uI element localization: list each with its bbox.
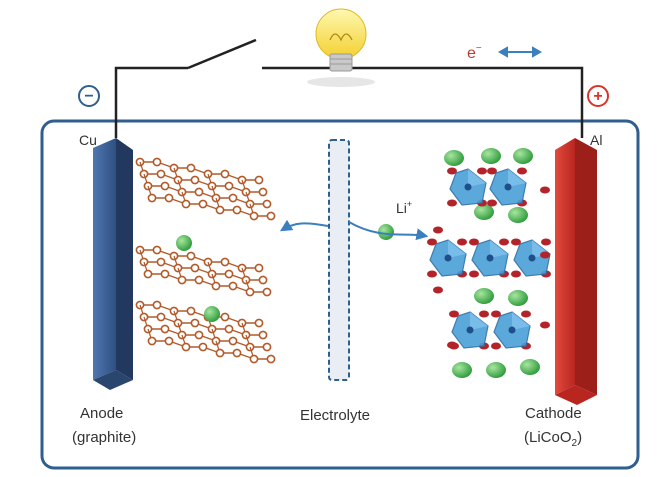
lithium-ion bbox=[474, 204, 494, 220]
coo6-octahedron bbox=[449, 168, 487, 206]
ion-arrow-right bbox=[348, 221, 429, 241]
lithium-ion bbox=[481, 148, 501, 164]
oxygen-atom bbox=[433, 286, 443, 294]
separator-membrane bbox=[328, 139, 350, 381]
oxygen-atom bbox=[521, 310, 531, 318]
coo6-octahedron bbox=[489, 168, 527, 206]
oxygen-atom bbox=[427, 238, 437, 246]
oxygen-atom bbox=[449, 310, 459, 318]
oxygen-atom bbox=[469, 270, 479, 278]
licoo2-crystal bbox=[427, 148, 551, 378]
oxygen-atom bbox=[427, 270, 437, 278]
lithium-ion bbox=[486, 362, 506, 378]
lithium-ion bbox=[508, 207, 528, 223]
oxygen-atom bbox=[511, 270, 521, 278]
oxygen-atom bbox=[477, 167, 487, 175]
anode-sublabel: (graphite) bbox=[72, 429, 136, 446]
plus-terminal-icon: + bbox=[587, 85, 609, 107]
oxygen-atom bbox=[447, 167, 457, 175]
oxygen-atom bbox=[447, 199, 457, 207]
lithium-ion bbox=[520, 359, 540, 375]
oxygen-atom bbox=[540, 251, 550, 259]
cell-housing bbox=[40, 119, 640, 470]
lithium-ion bbox=[444, 150, 464, 166]
svg-text:+: + bbox=[593, 88, 602, 105]
cathode-label: Cathode bbox=[525, 405, 582, 422]
anode-label: Anode bbox=[80, 405, 123, 422]
oxygen-atom bbox=[433, 226, 443, 234]
coo6-octahedron bbox=[429, 239, 467, 277]
electrolyte-label: Electrolyte bbox=[300, 407, 370, 424]
lightbulb-icon bbox=[307, 8, 375, 87]
cu-label: Cu bbox=[79, 132, 97, 148]
oxygen-atom bbox=[491, 342, 501, 350]
oxygen-atom bbox=[479, 310, 489, 318]
external-circuit bbox=[114, 38, 584, 138]
graphite-sheet bbox=[135, 157, 276, 221]
oxygen-atom bbox=[541, 238, 551, 246]
oxygen-atom bbox=[540, 321, 550, 329]
oxygen-atom bbox=[491, 310, 501, 318]
cathode-collector bbox=[555, 138, 597, 405]
lithium-ion bbox=[378, 224, 394, 240]
anode-collector bbox=[93, 138, 133, 390]
cathode-sublabel: (LiCoO2) bbox=[524, 429, 582, 449]
coo6-octahedron bbox=[451, 311, 489, 349]
lithium-ion bbox=[474, 288, 494, 304]
graphite-sheet bbox=[135, 245, 272, 297]
oxygen-atom bbox=[487, 167, 497, 175]
svg-text:−: − bbox=[84, 88, 93, 105]
oxygen-atom bbox=[499, 238, 509, 246]
electron-label: e− bbox=[467, 43, 482, 62]
oxygen-atom bbox=[487, 199, 497, 207]
oxygen-atom bbox=[540, 186, 550, 194]
oxygen-atom bbox=[457, 238, 467, 246]
oxygen-atom bbox=[447, 341, 457, 349]
oxygen-atom bbox=[517, 167, 527, 175]
graphite-layers bbox=[135, 157, 276, 364]
lithium-ion bbox=[508, 290, 528, 306]
electron-flow-arrow bbox=[497, 46, 543, 58]
ion-arrow-left bbox=[279, 219, 329, 232]
lithium-ion bbox=[513, 148, 533, 164]
lithium-ion bbox=[452, 362, 472, 378]
lithium-ion bbox=[204, 306, 220, 322]
coo6-octahedron bbox=[471, 239, 509, 277]
oxygen-atom bbox=[469, 238, 479, 246]
coo6-octahedron bbox=[493, 311, 531, 349]
al-label: Al bbox=[590, 132, 602, 148]
li-ion-label: Li+ bbox=[396, 199, 412, 216]
lithium-ion bbox=[176, 235, 192, 251]
minus-terminal-icon: − bbox=[78, 85, 100, 107]
oxygen-atom bbox=[511, 238, 521, 246]
switch-icon bbox=[187, 38, 257, 70]
